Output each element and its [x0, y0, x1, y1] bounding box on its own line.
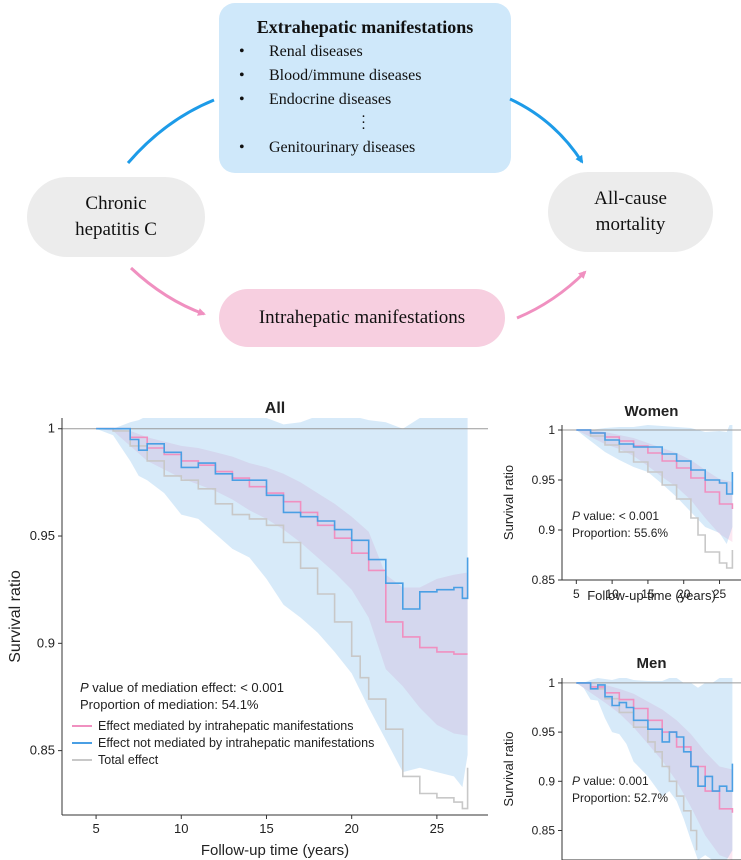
x-tick-label: 5 — [573, 587, 580, 601]
p-text: value: < 0.001 — [580, 509, 659, 523]
p-text: value: 0.001 — [580, 774, 649, 788]
x-tick-label: 15 — [641, 587, 655, 601]
y-tick-label: 0.85 — [30, 743, 55, 758]
ellipsis-vertical: ··· — [361, 109, 366, 137]
series-line-total — [576, 682, 698, 851]
legend-label-mediated: Effect mediated by intrahepatic manifest… — [98, 719, 353, 733]
arrow-exposure-to-intra — [129, 266, 206, 316]
chart-title: Men — [637, 655, 667, 672]
chart-title: All — [265, 400, 285, 417]
series-line-not_mediated — [576, 682, 734, 792]
p-value-annotation: P value: < 0.001 — [572, 509, 659, 523]
x-tick-label: 25 — [430, 821, 444, 836]
proportion-annotation: Proportion: 55.6% — [572, 526, 668, 540]
intrahepatic-node: Intrahepatic manifestations — [219, 289, 505, 347]
x-tick-label: 15 — [259, 821, 273, 836]
y-tick-label: 0.9 — [538, 774, 555, 788]
y-tick-label: 0.9 — [538, 523, 555, 537]
x-tick-label: 20 — [344, 821, 358, 836]
series-line-total — [576, 429, 734, 569]
y-axis-label: Survival ratio — [501, 465, 516, 540]
arrow-intra-to-outcome — [516, 270, 587, 320]
arrow-exposure-to-extra — [126, 98, 215, 164]
chart-title: Women — [625, 403, 679, 420]
x-axis-label: Follow-up time (years) — [587, 588, 716, 603]
x-tick-label: 10 — [605, 587, 619, 601]
extrahepatic-item: •Blood/immune diseases — [239, 67, 422, 84]
exposure-node: Chronic hepatitis C — [27, 177, 205, 257]
p-italic: P — [572, 774, 580, 788]
ci-band-mediated — [96, 428, 468, 736]
y-tick-label: 0.85 — [532, 823, 556, 837]
x-tick-label: 20 — [677, 587, 691, 601]
extrahepatic-title: Extrahepatic manifestations — [256, 17, 474, 37]
p-text: value of mediation effect: < 0.001 — [89, 680, 284, 695]
y-tick-label: 0.85 — [532, 573, 556, 587]
extrahepatic-item: •Endocrine diseases — [239, 91, 392, 108]
series-line-not_mediated — [576, 429, 734, 495]
p-value-annotation: P value of mediation effect: < 0.001 — [80, 680, 284, 695]
p-italic: P — [572, 509, 580, 523]
y-tick-label: 0.95 — [532, 725, 556, 739]
arrow-extra-to-outcome — [509, 97, 584, 164]
x-tick-label: 5 — [92, 821, 99, 836]
y-tick-label: 1 — [548, 676, 555, 690]
p-italic: P — [80, 680, 89, 695]
ci-band-not_mediated — [96, 418, 468, 788]
extrahepatic-item: •Renal diseases — [239, 43, 363, 60]
legend-label-total: Total effect — [98, 753, 159, 767]
legend-label-not_mediated: Effect not mediated by intrahepatic mani… — [98, 736, 374, 750]
ci-band-mediated — [576, 682, 733, 860]
extrahepatic-item: •Genitourinary diseases — [239, 139, 416, 156]
series-line-not_mediated — [96, 427, 469, 610]
x-tick-label: 25 — [713, 587, 727, 601]
y-tick-label: 0.9 — [37, 635, 55, 650]
proportion-annotation: Proportion: 52.7% — [572, 791, 668, 805]
y-tick-label: 1 — [48, 421, 55, 436]
y-axis-label: Survival ratio — [501, 731, 516, 806]
p-value-annotation: P value: 0.001 — [572, 774, 649, 788]
y-axis-label: Survival ratio — [7, 570, 24, 663]
extrahepatic-box: Extrahepatic manifestations •Renal disea… — [219, 3, 511, 173]
proportion-annotation: Proportion of mediation: 54.1% — [80, 697, 259, 712]
x-axis-label: Follow-up time (years) — [201, 842, 349, 859]
y-tick-label: 0.95 — [532, 473, 556, 487]
ci-band-not_mediated — [576, 425, 733, 544]
y-tick-label: 1 — [548, 423, 555, 437]
outcome-node: All-cause mortality — [548, 172, 713, 252]
ci-band-not_mediated — [576, 678, 733, 860]
series-line-total — [96, 427, 469, 810]
y-tick-label: 0.95 — [30, 528, 55, 543]
x-tick-label: 10 — [174, 821, 188, 836]
